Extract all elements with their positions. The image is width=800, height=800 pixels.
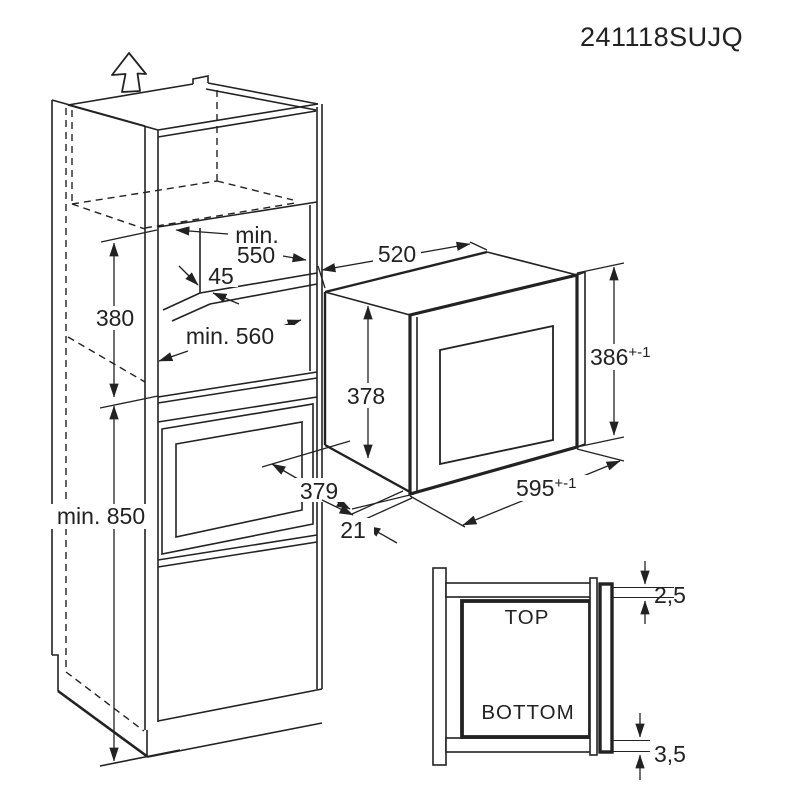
niche-width-label-line2: 550 xyxy=(237,242,275,268)
microwave-frame-inner-edge xyxy=(416,270,586,492)
body-depth-label: 379 xyxy=(300,478,338,504)
hidden-edge-path xyxy=(67,336,146,383)
dim-extension xyxy=(261,440,415,510)
hidden-edge-path xyxy=(71,90,296,230)
front-height-label: 386+-1 xyxy=(590,344,650,370)
niche-width-label-line1: min. xyxy=(235,222,278,248)
cabinet-bottom-panel-section xyxy=(445,737,593,753)
microwave-front-frame xyxy=(408,272,579,497)
model-code: 241118SUJQ xyxy=(580,22,743,52)
section-bottom-label: BOTTOM xyxy=(481,701,574,724)
frame-front-section xyxy=(598,582,614,754)
body-width-label: 520 xyxy=(378,241,416,267)
cabinet-right-edge xyxy=(316,104,323,689)
microwave-drawing xyxy=(323,250,586,497)
label-backdrop xyxy=(92,306,139,330)
dim-extension xyxy=(317,241,488,289)
cabinet-front-edge-section xyxy=(432,567,447,766)
plinth-height-label: min. 850 xyxy=(57,503,145,529)
hidden-edges xyxy=(65,90,296,732)
label-backdrop xyxy=(50,504,152,529)
dim-arrow xyxy=(178,265,199,286)
dim-arrow xyxy=(282,253,307,263)
niche-height-label: 380 xyxy=(96,305,134,331)
dim-arrow xyxy=(175,226,229,236)
frame-overhang-label: 21 xyxy=(340,517,366,543)
clearance-extension-lines xyxy=(612,586,674,753)
front-width-label: 595+-1 xyxy=(516,475,576,501)
frame-backplate-section xyxy=(589,577,598,756)
hidden-edge-path xyxy=(65,108,145,732)
label-backdrop xyxy=(166,325,294,349)
label-backdrop xyxy=(332,518,374,542)
dim-rear-gap: 45 xyxy=(178,263,240,305)
cabinet-side-panel xyxy=(51,99,146,730)
niche-opening xyxy=(157,201,318,371)
dim-arrow xyxy=(212,292,240,305)
dim-extension xyxy=(351,490,413,522)
section-detail-drawing: TOP BOTTOM 2,5 3,5 xyxy=(432,561,686,780)
label-backdrop xyxy=(373,241,421,264)
microwave-door-window xyxy=(439,324,554,466)
oven-door-outline xyxy=(161,403,314,555)
dim-niche-width: min. 550 xyxy=(175,222,307,268)
dim-extension xyxy=(409,448,625,528)
dim-body-width: 520 xyxy=(317,241,488,289)
label-backdrop xyxy=(512,475,602,501)
microwave-body-section xyxy=(460,599,592,739)
dim-arrow xyxy=(158,350,189,362)
label-backdrop xyxy=(204,264,238,287)
dim-plinth-height: min. 850 xyxy=(50,405,152,762)
dim-extension xyxy=(576,262,625,448)
dim-body-height: 378 xyxy=(343,305,391,459)
cabinet-side-bottom-edge xyxy=(57,689,149,759)
microwave-top-face xyxy=(324,251,578,316)
body-height-label: 378 xyxy=(347,383,385,409)
vent-box-top-face xyxy=(67,75,319,131)
top-clearance-label: 2,5 xyxy=(654,582,686,608)
dim-body-depth: 379 xyxy=(261,440,415,510)
airflow-up-arrow-icon xyxy=(111,52,147,93)
niche-floor-edges xyxy=(157,371,318,423)
dim-niche-height: 380 xyxy=(92,229,159,409)
dim-arrow xyxy=(321,499,354,516)
microwave-left-face xyxy=(323,292,411,494)
rear-gap-label: 45 xyxy=(208,263,234,289)
floor-reference-line xyxy=(99,749,181,767)
cabinet-drawing xyxy=(51,52,323,767)
niche-depth-label: min. 560 xyxy=(186,323,274,349)
plinth-edges xyxy=(146,688,323,758)
label-backdrop xyxy=(343,383,391,408)
dim-front-width: 595+-1 xyxy=(409,448,625,528)
bottom-clearance-label: 3,5 xyxy=(654,741,686,767)
oven-door-window xyxy=(175,421,303,538)
label-backdrop xyxy=(588,344,668,370)
niche-interior xyxy=(162,228,318,322)
lower-front-bands xyxy=(157,534,318,568)
label-backdrop xyxy=(294,478,346,502)
section-top-label: TOP xyxy=(505,606,550,629)
vent-box-front-edges xyxy=(157,103,319,722)
dim-frame-overhang: 21 xyxy=(321,490,413,544)
dim-niche-depth: min. 560 xyxy=(158,319,302,362)
cabinet-top-panel-section xyxy=(445,582,593,598)
dim-front-height: 386+-1 xyxy=(576,262,668,448)
